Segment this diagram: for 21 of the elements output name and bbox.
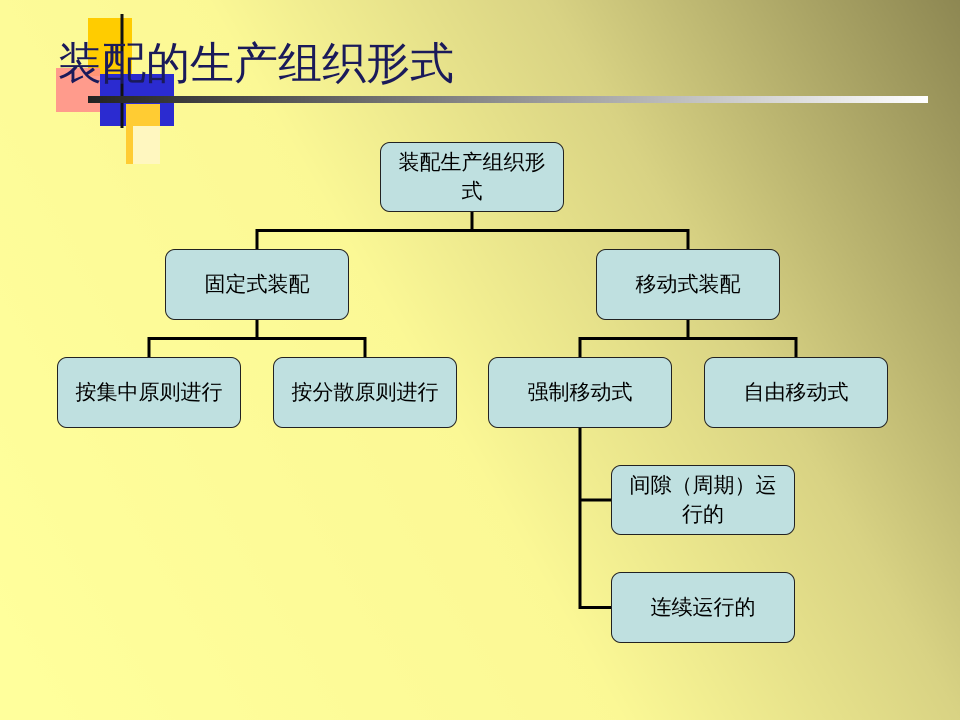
node-label: 自由移动式 xyxy=(744,379,848,406)
node-label: 固定式装配 xyxy=(204,271,310,298)
node-label: 按分散原则进行 xyxy=(292,379,438,406)
connector-line xyxy=(256,320,366,357)
node-label: 强制移动式 xyxy=(528,379,632,406)
process-box xyxy=(611,465,795,535)
process-box xyxy=(380,142,564,212)
process-box xyxy=(596,249,780,320)
node-label: 按集中原则进行 xyxy=(76,379,222,406)
process-box xyxy=(273,357,457,428)
process-box xyxy=(704,357,888,428)
connector-line xyxy=(470,212,690,249)
process-box xyxy=(57,357,241,428)
process-box xyxy=(488,357,672,428)
node-label: 间隙（周期）运行的 xyxy=(628,472,778,528)
node-label: 移动式装配 xyxy=(636,271,740,298)
connector-line xyxy=(686,320,798,357)
node-label: 连续运行的 xyxy=(650,594,756,621)
node-label: 装配生产组织形式 xyxy=(398,149,546,205)
process-box xyxy=(611,572,795,643)
process-box xyxy=(165,249,349,320)
